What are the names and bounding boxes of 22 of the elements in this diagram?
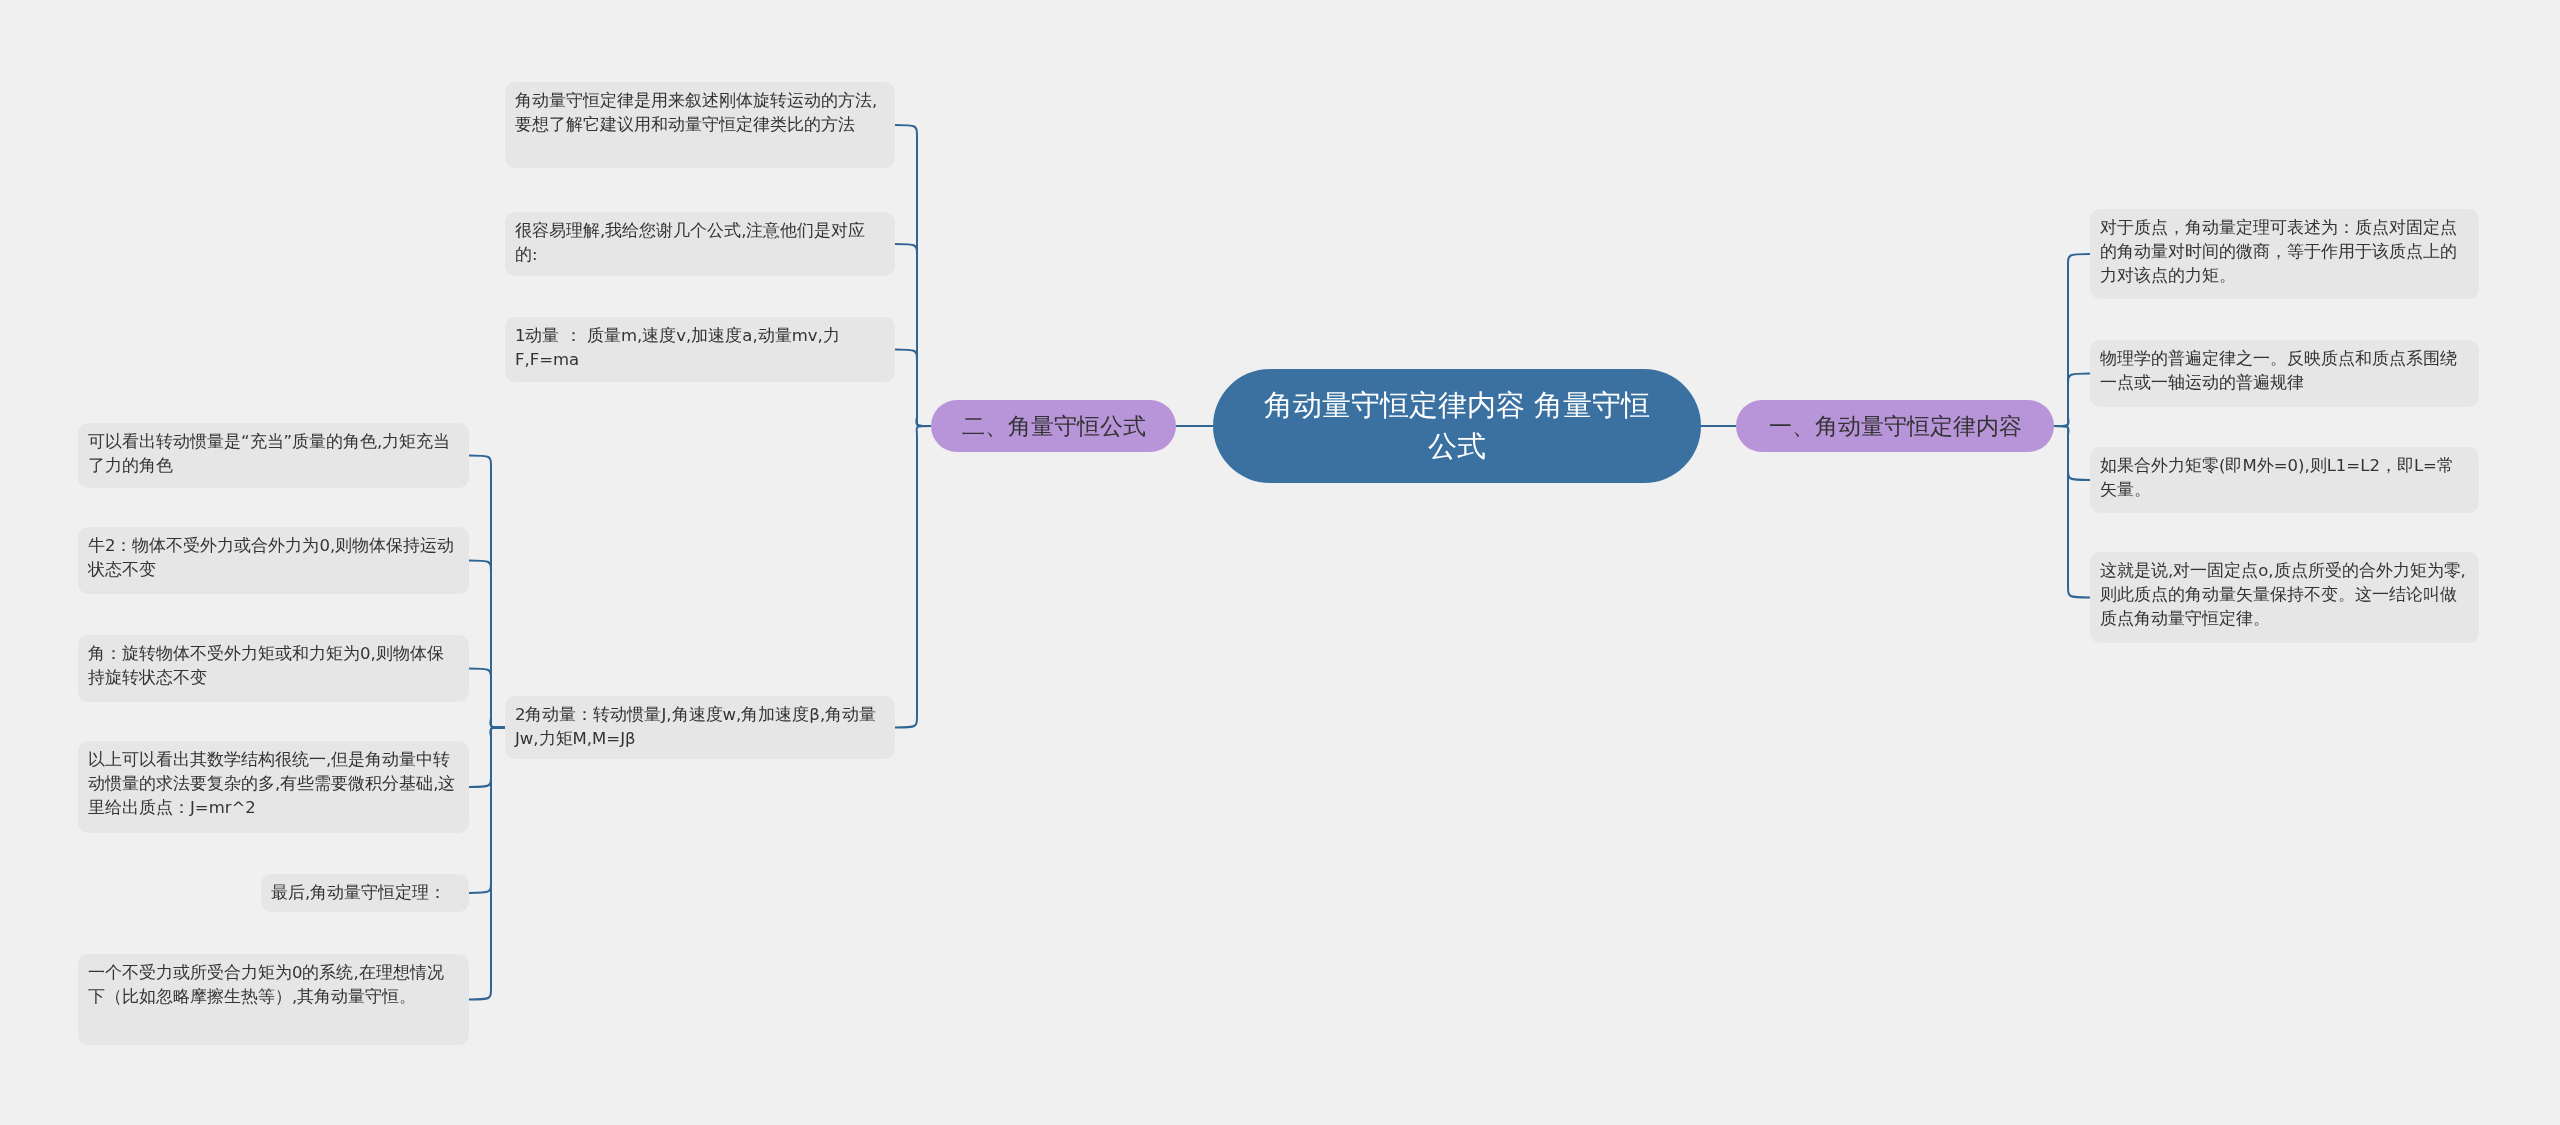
connector-line: [468, 726, 506, 1001]
central-topic: 角动量守恒定律内容 角量守恒公式: [1213, 369, 1701, 483]
branch-topic: 二、角量守恒公式: [931, 400, 1176, 452]
topic-card: 最后,角动量守恒定理：: [261, 874, 469, 912]
topic-card: 角：旋转物体不受外力矩或和力矩为0,则物体保持旋转状态不变: [78, 635, 469, 702]
topic-card: 如果合外力矩零(即M外=0),则L1=L2，即L=常矢量。: [2090, 447, 2479, 513]
topic-card: 1动量 ： 质量m,速度v,加速度a,动量mv,力F,F=ma: [505, 317, 895, 382]
topic-card: 物理学的普遍定律之一。反映质点和质点系围绕一点或一轴运动的普遍规律: [2090, 340, 2479, 407]
topic-card: 一个不受力或所受合力矩为0的系统,在理想情况下（比如忽略摩擦生热等）,其角动量守恒。: [78, 954, 469, 1045]
topic-card: 以上可以看出其数学结构很统一,但是角动量中转动惯量的求法要复杂的多,有些需要微积分基础,这里给出质点：J=mr^2: [78, 741, 469, 833]
topic-card: 可以看出转动惯量是“充当”质量的角色,力矩充当了力的角色: [78, 423, 469, 488]
topic-card: 这就是说,对一固定点o,质点所受的合外力矩为零,则此质点的角动量矢量保持不变。这一结论叫做质点角动量守恒定律。: [2090, 552, 2479, 643]
connector-line: [1175, 425, 1214, 427]
connector-line: [1700, 425, 1737, 427]
connector-line: [894, 425, 932, 729]
topic-card: 对于质点，角动量定理可表述为：质点对固定点的角动量对时间的微商，等于作用于该质点上的力对该点的力矩。: [2090, 209, 2479, 299]
branch-topic: 一、角动量守恒定律内容: [1736, 400, 2054, 452]
topic-card: 2角动量：转动惯量J,角速度w,角加速度β,角动量Jw,力矩M,M=Jβ: [505, 696, 895, 759]
topic-card: 角动量守恒定律是用来叙述刚体旋转运动的方法,要想了解它建议用和动量守恒定律类比的方法: [505, 82, 895, 168]
topic-card: 牛2：物体不受外力或合外力为0,则物体保持运动状态不变: [78, 527, 469, 594]
topic-card: 很容易理解,我给您谢几个公式,注意他们是对应的:: [505, 212, 895, 276]
connector-line: [2053, 425, 2091, 599]
